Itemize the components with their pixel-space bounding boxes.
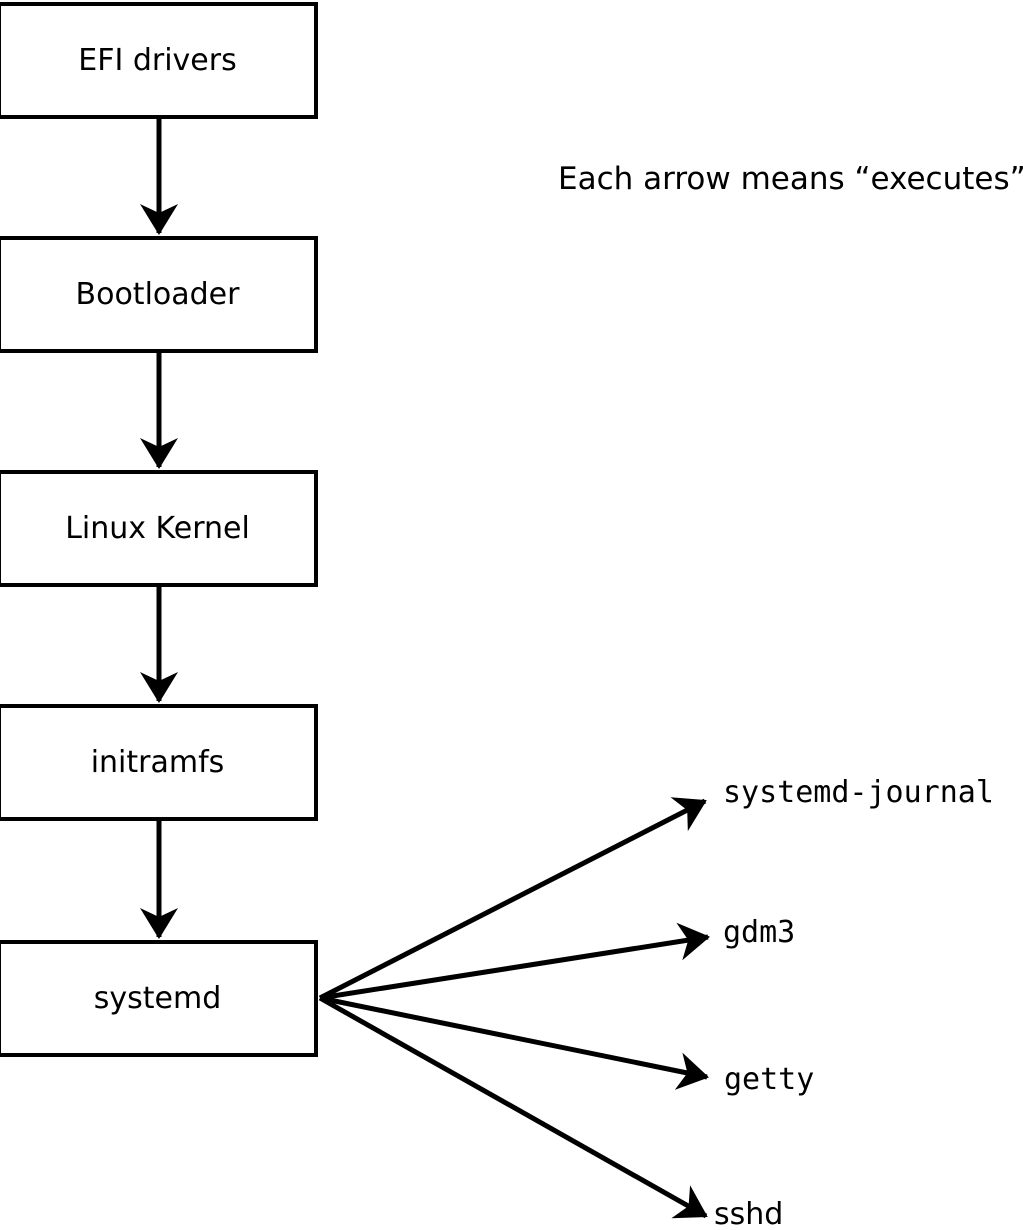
process-label-sshd: sshd: [714, 1197, 784, 1230]
node-linux-kernel: Linux Kernel: [0, 470, 318, 587]
arrow-systemd-to-journal: [318, 797, 707, 1001]
legend-note: Each arrow means “executes”.: [558, 161, 1023, 197]
process-label-systemd-journal: systemd-journal: [723, 775, 994, 810]
node-efi-drivers: EFI drivers: [0, 2, 318, 119]
node-label: systemd: [93, 980, 222, 1016]
arrow-systemd-to-sshd: [318, 995, 708, 1219]
node-systemd: systemd: [0, 940, 318, 1057]
node-label: Bootloader: [75, 276, 240, 312]
node-label: EFI drivers: [78, 42, 237, 78]
process-label-getty: getty: [724, 1062, 815, 1097]
process-label-gdm3: gdm3: [723, 915, 796, 950]
node-label: Linux Kernel: [65, 510, 250, 546]
node-label: initramfs: [90, 744, 225, 780]
node-initramfs: initramfs: [0, 704, 318, 821]
node-bootloader: Bootloader: [0, 236, 318, 353]
arrow-systemd-to-gdm3: [319, 922, 710, 1001]
arrow-systemd-to-getty: [319, 995, 709, 1090]
